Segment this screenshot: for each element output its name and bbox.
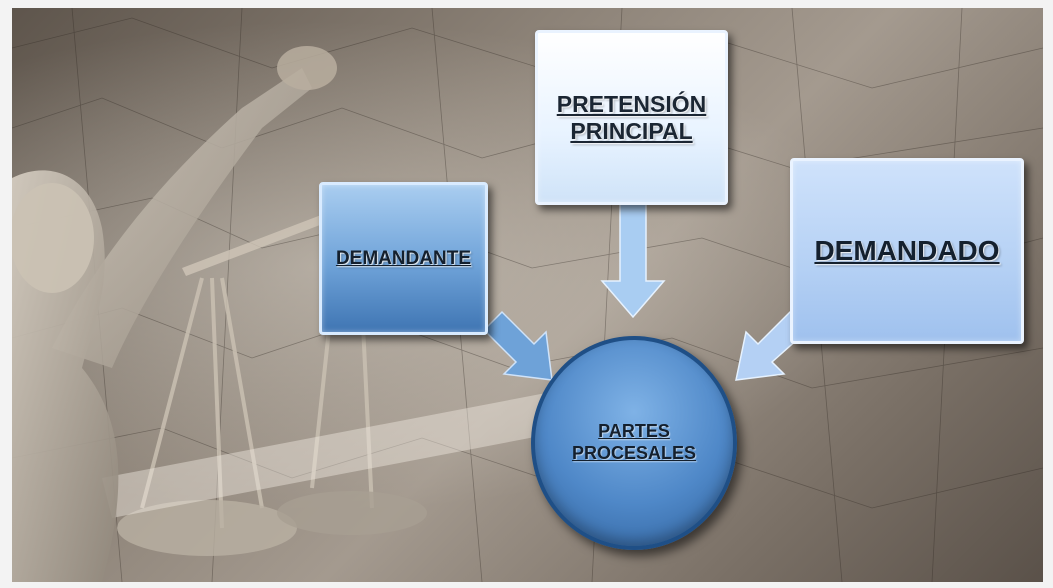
node-demandado-label: DEMANDADO (814, 234, 1000, 266)
slide: PRETENSIÓN PRINCIPAL DEMANDANTE DEMANDAD… (12, 8, 1043, 582)
node-pretension-principal: PRETENSIÓN PRINCIPAL (535, 30, 728, 205)
node-demandante-label: DEMANDANTE (335, 247, 472, 269)
node-pretension-label: PRETENSIÓN PRINCIPAL (556, 91, 707, 144)
arrow-pretension-to-partes (600, 201, 666, 319)
node-demandado: DEMANDADO (790, 158, 1024, 344)
node-partes-label: PARTES PROCESALES (571, 421, 697, 463)
arrow-demandante-to-partes (482, 310, 553, 381)
node-partes-procesales: PARTES PROCESALES (531, 336, 737, 550)
node-demandante: DEMANDANTE (319, 182, 488, 335)
